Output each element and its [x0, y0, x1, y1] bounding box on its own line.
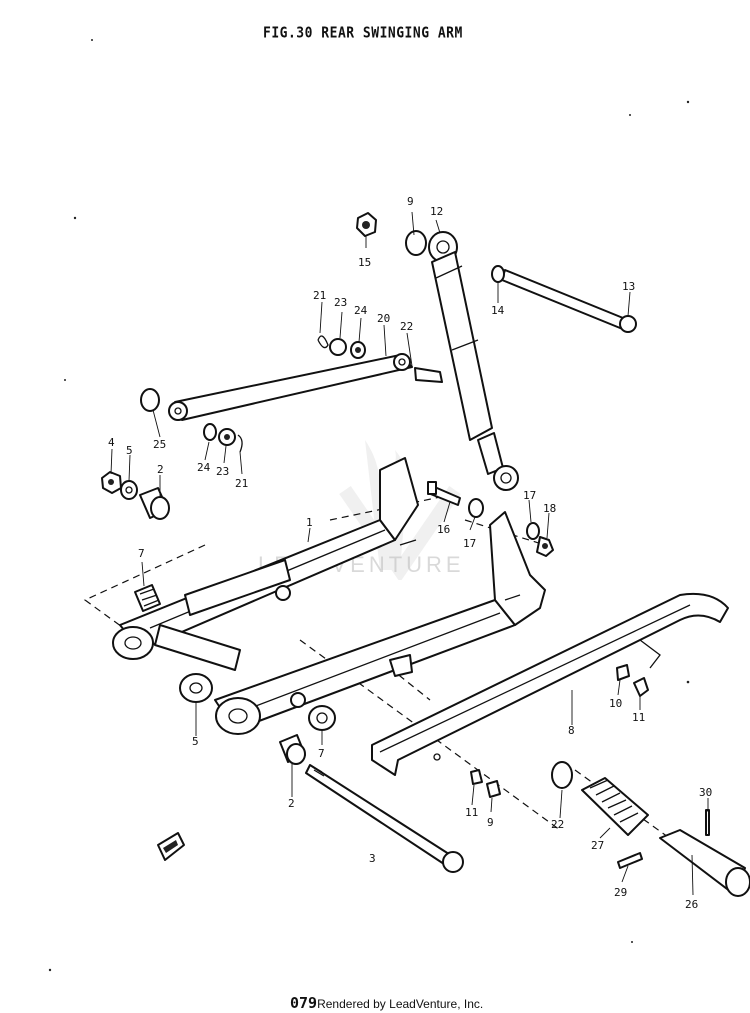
callout-10: 10	[609, 697, 622, 710]
callout-14: 14	[491, 304, 505, 317]
callout-7: 7	[318, 747, 325, 760]
torque-rod-20	[140, 353, 443, 421]
page-number: 079	[290, 994, 318, 1012]
callout-21: 21	[235, 477, 248, 490]
pin-29	[617, 852, 643, 869]
callout-29: 29	[614, 886, 627, 899]
callout-24: 24	[197, 461, 211, 474]
callout-25: 25	[153, 438, 166, 451]
callout-9: 9	[487, 816, 494, 829]
callout-7: 7	[138, 547, 145, 560]
callout-2: 2	[157, 463, 164, 476]
swing-arm-1	[112, 457, 546, 735]
scan-specks	[48, 39, 690, 972]
page-footer: 079Rendered by LeadVenture, Inc.	[290, 994, 483, 1012]
fasteners-lower	[203, 423, 243, 453]
callout-3: 3	[369, 852, 376, 865]
dust-seal-7-left	[134, 584, 161, 612]
callout-22: 22	[400, 320, 413, 333]
callout-16: 16	[437, 523, 450, 536]
nut-15	[356, 212, 377, 237]
callout-4: 4	[108, 436, 115, 449]
callout-2: 2	[288, 797, 295, 810]
bolt-16	[427, 481, 461, 506]
washer-22	[551, 761, 573, 789]
callout-20: 20	[377, 312, 390, 325]
bracket	[389, 654, 413, 677]
callout-30: 30	[699, 786, 712, 799]
washer-17-nut-18	[468, 498, 554, 557]
callout-21: 21	[313, 289, 326, 302]
callout-5: 5	[126, 444, 133, 457]
pivot-shaft-3	[305, 764, 464, 873]
callout-11: 11	[465, 806, 478, 819]
callout-23: 23	[216, 465, 229, 478]
callout-24: 24	[354, 304, 368, 317]
callout-15: 15	[358, 256, 371, 269]
callout-17: 17	[523, 489, 536, 502]
callout-22: 22	[551, 818, 564, 831]
rear-shock-absorber	[405, 230, 519, 491]
callout-12: 12	[430, 205, 443, 218]
rod-13	[491, 265, 637, 333]
callout-17: 17	[463, 537, 476, 550]
arrow-tag-icon	[157, 832, 185, 861]
callout-8: 8	[568, 724, 575, 737]
figure-title: FIG.30 REAR SWINGING ARM	[263, 24, 463, 43]
fasteners-upper	[317, 335, 366, 359]
clip-30	[705, 809, 710, 836]
step-bar-26	[659, 829, 750, 897]
callout-5: 5	[192, 735, 199, 748]
bolt-10-washer-11	[616, 664, 649, 697]
bolt-9-washer-11	[470, 769, 501, 798]
render-credit: Rendered by LeadVenture, Inc.	[317, 997, 484, 1011]
dust-seal-7-right	[308, 705, 336, 731]
chain-case-8	[371, 592, 729, 776]
callout-18: 18	[543, 502, 556, 515]
callout-numbers: 9 12 15 13 14 21 23 24 20 22 25 24 23 21…	[108, 195, 712, 911]
callout-9: 9	[407, 195, 414, 208]
bush-2-lower	[279, 734, 306, 765]
spring-boot-27	[581, 777, 649, 836]
callout-13: 13	[622, 280, 635, 293]
callout-23: 23	[334, 296, 347, 309]
callout-leader-lines	[110, 211, 709, 896]
callout-1: 1	[306, 516, 313, 529]
pivot-parts-upper-left	[101, 471, 170, 520]
callout-27: 27	[591, 839, 604, 852]
callout-26: 26	[685, 898, 698, 911]
callout-11: 11	[632, 711, 645, 724]
